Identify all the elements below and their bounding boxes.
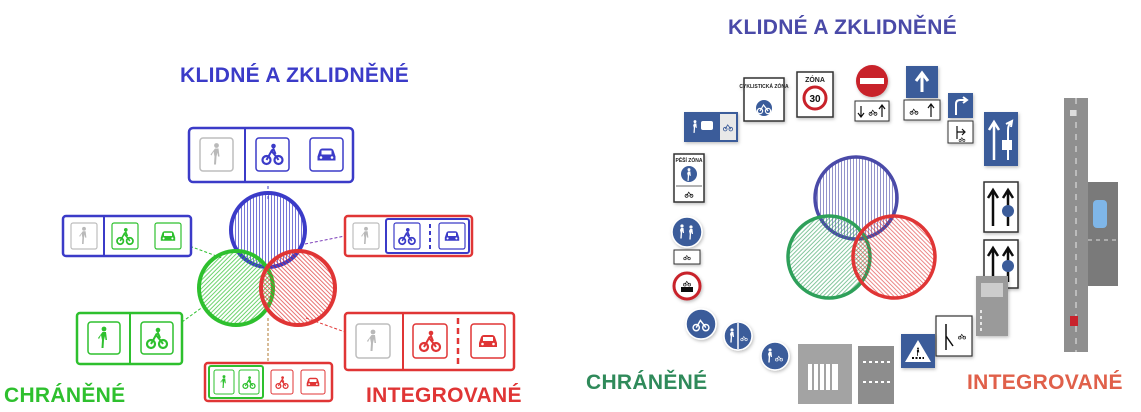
car-icon bbox=[444, 231, 460, 241]
cycle-zone-sign: CYKLISTICKÁ ZÓNA bbox=[739, 77, 789, 122]
no-entry-sign bbox=[854, 65, 890, 122]
crosswalk-marking bbox=[798, 344, 852, 404]
box-calm-protected bbox=[61, 214, 193, 258]
left-label-integrated: INTEGROVANÉ bbox=[366, 384, 522, 407]
car-icon bbox=[306, 377, 320, 387]
left-label-protected: CHRÁNĚNÉ bbox=[4, 384, 126, 407]
zone-30-sign: ZÓNA 30 bbox=[796, 71, 834, 118]
box-protected bbox=[75, 311, 184, 366]
car-icon bbox=[479, 335, 497, 347]
right-label-integrated: INTEGROVANÉ bbox=[967, 371, 1123, 394]
car-icon bbox=[317, 148, 336, 161]
right-diagram-panel: KLIDNÉ A ZKLIDNĚNÉ CHRÁNĚNÉ INTEGROVANÉ bbox=[570, 0, 1141, 412]
no-vehicles-sign bbox=[672, 271, 702, 301]
lane-cycle-sign-1 bbox=[983, 181, 1019, 233]
shared-path-sign-with-plate bbox=[671, 216, 703, 265]
cycle-lane-road bbox=[976, 276, 1008, 336]
zone-label: ZÓNA bbox=[805, 75, 825, 84]
one-way-arrow-sign bbox=[903, 66, 941, 121]
crosswalk-sign bbox=[901, 334, 935, 368]
lane-direction-sign bbox=[984, 112, 1018, 166]
turn-right-sign bbox=[947, 93, 974, 144]
left-diagram-panel: KLIDNÉ A ZKLIDNĚNÉ CHRÁNĚNÉ INTEGROVANÉ bbox=[0, 0, 560, 412]
cycle-lane-road-vertical bbox=[1064, 98, 1118, 352]
box-protected-integrated bbox=[203, 361, 334, 403]
bicycle-path-sign bbox=[685, 308, 717, 340]
cycle-zone-text: CYKLISTICKÁ ZÓNA bbox=[739, 82, 789, 90]
connector-lower-left bbox=[181, 305, 205, 323]
pedestrian-zone-sign: PĚŠÍ ZÓNA bbox=[673, 153, 705, 203]
left-heading-calm: KLIDNÉ A ZKLIDNĚNÉ bbox=[180, 64, 410, 87]
cycle-turn-sign bbox=[935, 315, 973, 357]
cycle-crossing-marking bbox=[858, 346, 894, 404]
venn-circle-integrated bbox=[259, 249, 337, 327]
right-label-protected: CHRÁNĚNÉ bbox=[586, 371, 708, 394]
connector-upper-right bbox=[304, 235, 346, 245]
venn-circle-integrated bbox=[851, 214, 937, 300]
zone-speed: 30 bbox=[809, 94, 821, 105]
box-calm-top bbox=[187, 126, 355, 184]
segregated-path-sign bbox=[723, 321, 753, 351]
cycle-street-sign bbox=[684, 112, 738, 142]
box-integrated bbox=[343, 311, 516, 372]
shared-path-sign bbox=[760, 341, 790, 371]
right-diagram-svg: CYKLISTICKÁ ZÓNA ZÓNA 30 bbox=[671, 65, 1118, 404]
pedestrian-zone-text: PĚŠÍ ZÓNA bbox=[676, 156, 703, 164]
left-diagram-svg bbox=[61, 126, 516, 403]
car-icon bbox=[160, 231, 176, 241]
right-heading-calm: KLIDNÉ A ZKLIDNĚNÉ bbox=[728, 16, 958, 39]
box-calm-integrated bbox=[343, 214, 474, 258]
